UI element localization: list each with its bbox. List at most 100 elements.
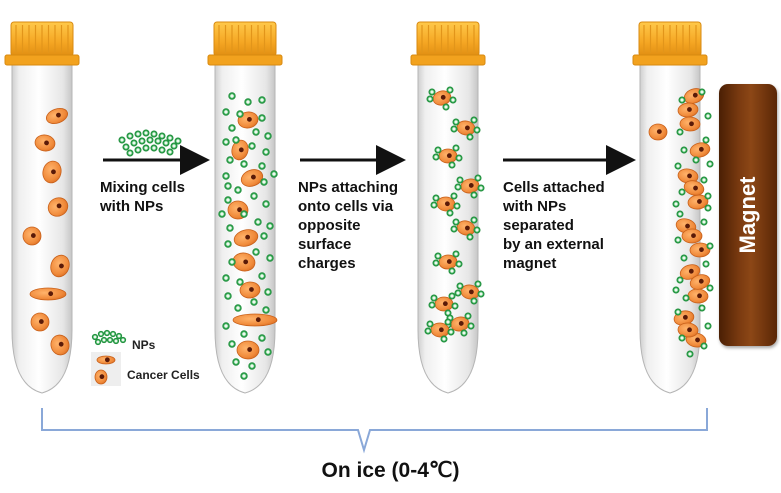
cell-nucleus (656, 129, 662, 134)
nanoparticle (126, 149, 134, 157)
cell-nucleus (245, 234, 251, 240)
cell-nucleus (699, 247, 704, 252)
nanoparticle (428, 88, 436, 96)
nanoparticle (234, 186, 242, 194)
cancer-cell (677, 168, 699, 184)
nanoparticle (698, 304, 706, 312)
nanoparticle (676, 210, 684, 218)
test-tube-3-icon (410, 21, 486, 394)
cell-nucleus (56, 112, 61, 118)
nanoparticle (224, 196, 232, 204)
test-tube-1-icon (4, 21, 80, 394)
cell-nucleus (247, 347, 253, 352)
nanoparticle (470, 297, 478, 305)
nanoparticle (473, 126, 481, 134)
nanoparticle (130, 139, 138, 147)
cap-rim (207, 54, 283, 66)
nanoparticle (240, 160, 248, 168)
nanoparticle (158, 132, 166, 140)
cell-nucleus (468, 289, 474, 295)
magnet-label: Magnet (735, 176, 760, 254)
cap-rim (410, 54, 486, 66)
nanoparticle (678, 334, 686, 342)
nanoparticle (455, 154, 463, 162)
nanoparticle (236, 278, 244, 286)
cell-nucleus (442, 301, 448, 307)
cell-nucleus (689, 121, 694, 127)
cell-nucleus (446, 153, 452, 159)
nanoparticle (258, 334, 266, 342)
cell-nucleus (691, 233, 696, 239)
nanoparticle (228, 340, 236, 348)
nanoparticle (680, 254, 688, 262)
nanoparticle (466, 233, 474, 241)
cancer-cell (681, 228, 703, 244)
nanoparticle (706, 160, 714, 168)
nanoparticle (446, 209, 454, 217)
nanoparticle (266, 254, 274, 262)
cancer-cell (233, 229, 259, 247)
nanoparticle (450, 192, 458, 200)
nanoparticle (680, 146, 688, 154)
nanoparticle (260, 232, 268, 240)
nanoparticle (704, 204, 712, 212)
nanoparticle (234, 304, 242, 312)
nanoparticle (232, 136, 240, 144)
nanoparticle (228, 124, 236, 132)
nanoparticle (474, 280, 482, 288)
nanoparticle (682, 294, 690, 302)
nanoparticle (448, 267, 456, 275)
nanoparticle (424, 327, 432, 335)
nanoparticle (248, 142, 256, 150)
step-3-label: Cells attached with NPs separated by an … (503, 179, 605, 272)
nanoparticle (252, 128, 260, 136)
cell-body (232, 313, 278, 327)
cell-nucleus (692, 92, 698, 98)
nanoparticle (222, 172, 230, 180)
cancer-cell (94, 369, 108, 385)
nanoparticle (430, 201, 438, 209)
step-2-label: NPs attaching onto cells via opposite su… (298, 179, 399, 272)
nanoparticle (704, 192, 712, 200)
test-tube-2-icon (207, 21, 283, 394)
nanoparticle (470, 191, 478, 199)
nanoparticle (449, 96, 457, 104)
nanoparticle (252, 248, 260, 256)
nanoparticle (676, 128, 684, 136)
nanoparticle (258, 272, 266, 280)
cancer-cell (689, 142, 711, 158)
nanoparticle (250, 192, 258, 200)
cancer-cell (232, 313, 278, 327)
nanoparticle (115, 332, 123, 340)
nanoparticle (258, 162, 266, 170)
nanoparticle (452, 218, 460, 226)
nanoparticle (146, 136, 154, 144)
nanoparticle-cluster-icon (118, 129, 182, 157)
nanoparticle (678, 188, 686, 196)
nanoparticle (224, 182, 232, 190)
cell-nucleus (44, 140, 49, 146)
nanoparticle (250, 298, 258, 306)
cell-nucleus (249, 287, 254, 292)
cell-nucleus (48, 291, 54, 297)
nanoparticle (224, 292, 232, 300)
legend-nps-label: NPs (132, 338, 156, 352)
nanoparticle (222, 138, 230, 146)
nanoparticle (706, 284, 714, 292)
cap-rim (4, 54, 80, 66)
cancer-cell (42, 160, 62, 184)
nanoparticle (166, 148, 174, 156)
step-1-label: Mixing cells with NPs (100, 179, 186, 215)
nanoparticle (150, 144, 158, 152)
nanoparticle (442, 103, 450, 111)
cancer-cell (677, 322, 699, 338)
nanoparticle (426, 95, 434, 103)
nanoparticle (467, 322, 475, 330)
cell-nucleus (59, 263, 64, 269)
nanoparticle (236, 110, 244, 118)
cell-nucleus (468, 183, 474, 188)
cell-nucleus (688, 268, 694, 274)
cell-nucleus (440, 94, 446, 100)
nanoparticle (240, 372, 248, 380)
legend-cancer-cells-label: Cancer Cells (127, 368, 200, 382)
